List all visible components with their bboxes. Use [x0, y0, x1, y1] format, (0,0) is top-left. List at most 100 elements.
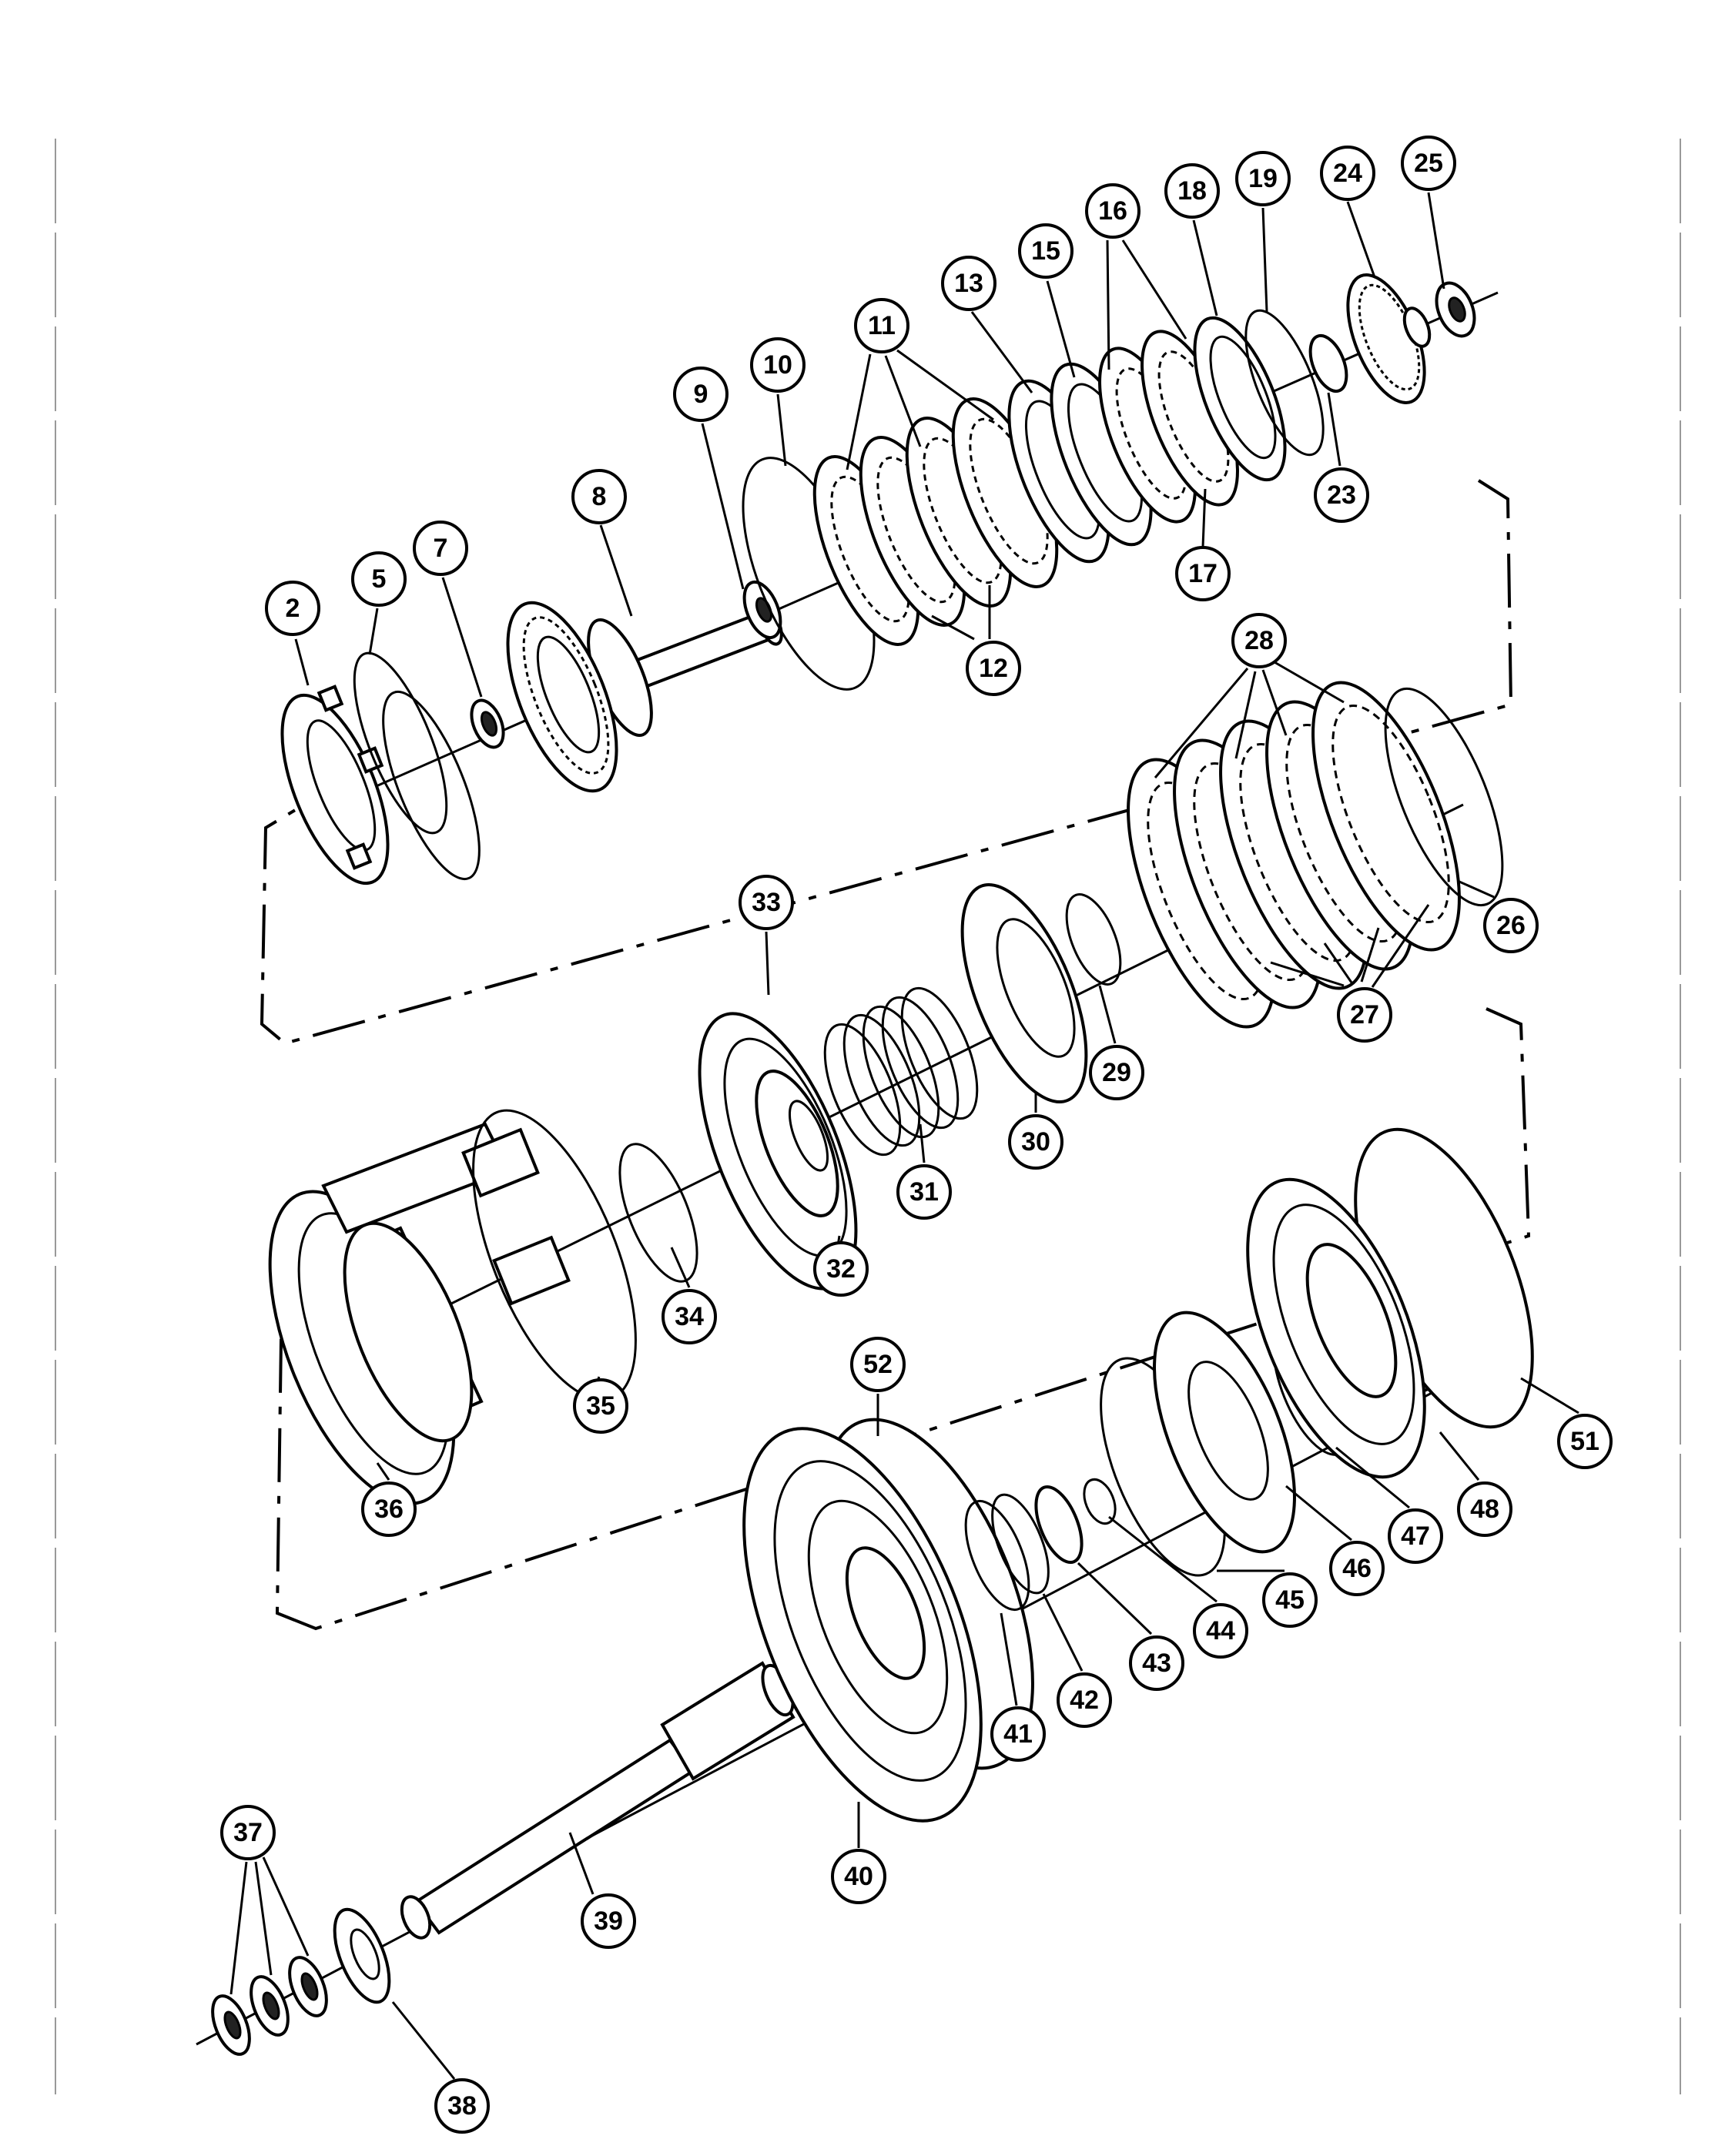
svg-text:15: 15: [1031, 236, 1060, 266]
callout-2: 2: [265, 581, 320, 686]
svg-text:19: 19: [1248, 164, 1278, 193]
svg-text:24: 24: [1333, 159, 1362, 188]
part-39-shaft: [400, 1661, 796, 1940]
part-23-washer: [1308, 333, 1348, 393]
part-24-sun-gear: [1346, 273, 1432, 404]
callout-24: 24: [1320, 146, 1376, 278]
part-29-snap-ring: [1065, 893, 1122, 986]
callout-43: 43: [1077, 1562, 1184, 1691]
part-36-drum: [268, 1122, 571, 1505]
callout-29: 29: [1089, 985, 1144, 1100]
svg-text:17: 17: [1188, 559, 1218, 588]
part-41-44-rings: [964, 1478, 1117, 1612]
svg-text:31: 31: [909, 1177, 939, 1207]
svg-text:33: 33: [752, 888, 781, 917]
part-16-17-plates: [1098, 330, 1239, 524]
svg-text:35: 35: [586, 1391, 615, 1421]
part-38-bearing: [333, 1907, 391, 2004]
svg-text:42: 42: [1070, 1686, 1099, 1715]
svg-text:16: 16: [1098, 196, 1127, 226]
part-48-51-drum: [1246, 1127, 1534, 1479]
margin-lines: [55, 139, 1681, 2094]
callout-16: 16: [1085, 183, 1187, 370]
callout-9: 9: [673, 367, 745, 590]
callouts: 2 5 7 8 9 10: [220, 136, 1613, 2134]
callout-25: 25: [1401, 136, 1456, 290]
callout-30: 30: [1008, 1092, 1063, 1170]
svg-text:2: 2: [286, 594, 300, 623]
svg-text:9: 9: [694, 380, 708, 409]
callout-39: 39: [568, 1832, 636, 1949]
callout-40: 40: [831, 1802, 886, 1904]
callout-46: 46: [1285, 1485, 1385, 1596]
callout-47: 47: [1335, 1446, 1443, 1564]
svg-text:27: 27: [1350, 1000, 1379, 1029]
callout-28: 28: [1154, 613, 1345, 778]
part-7-washer: [470, 698, 505, 749]
svg-text:37: 37: [233, 1818, 263, 1847]
callout-26: 26: [1459, 880, 1539, 953]
callout-7: 7: [413, 521, 483, 698]
callout-23: 23: [1314, 392, 1369, 523]
callout-13: 13: [941, 256, 1033, 393]
callout-52: 52: [850, 1337, 906, 1436]
part-30-retainer: [960, 882, 1088, 1104]
svg-text:48: 48: [1470, 1495, 1499, 1524]
svg-text:44: 44: [1206, 1616, 1235, 1645]
svg-text:25: 25: [1414, 149, 1443, 178]
svg-text:43: 43: [1142, 1649, 1171, 1678]
row-3-assembly: [196, 1127, 1534, 2056]
svg-text:12: 12: [979, 654, 1008, 683]
part-9-washer: [742, 580, 782, 640]
part-40-52-ring-gear: [742, 1418, 1034, 1823]
callout-38: 38: [391, 2001, 490, 2134]
svg-text:51: 51: [1570, 1427, 1599, 1456]
svg-text:23: 23: [1327, 480, 1356, 510]
callout-36: 36: [361, 1462, 417, 1537]
part-46-plate: [1153, 1311, 1296, 1554]
part-26-snap-ring: [1384, 687, 1504, 907]
svg-text:5: 5: [372, 564, 387, 594]
part-18-19-plates: [1193, 309, 1325, 482]
svg-text:52: 52: [863, 1350, 893, 1379]
part-27-28-clutch-pack: [1127, 681, 1461, 1029]
svg-text:7: 7: [434, 534, 448, 563]
part-37-washers: [211, 1956, 328, 2056]
svg-text:40: 40: [844, 1862, 873, 1891]
callout-18: 18: [1164, 163, 1220, 316]
callout-19: 19: [1235, 151, 1291, 313]
callout-15: 15: [1018, 223, 1076, 378]
svg-text:26: 26: [1496, 911, 1526, 940]
callout-11: 11: [846, 298, 994, 470]
part-8-gear-shaft: [506, 601, 783, 793]
row-2-assembly: [268, 681, 1504, 1505]
svg-text:10: 10: [763, 350, 792, 380]
callout-17: 17: [1175, 488, 1231, 601]
svg-text:39: 39: [594, 1907, 623, 1936]
svg-text:18: 18: [1177, 176, 1207, 206]
callout-45: 45: [1217, 1569, 1318, 1628]
svg-text:45: 45: [1275, 1585, 1305, 1615]
callout-41: 41: [990, 1612, 1046, 1762]
callout-12: 12: [931, 585, 1021, 696]
callout-37: 37: [220, 1805, 310, 1995]
svg-text:13: 13: [954, 269, 983, 298]
svg-text:34: 34: [675, 1302, 704, 1331]
part-31-return-spring: [823, 986, 979, 1157]
callout-10: 10: [750, 337, 806, 467]
svg-text:11: 11: [868, 311, 896, 340]
svg-text:29: 29: [1102, 1058, 1131, 1087]
svg-text:28: 28: [1244, 626, 1274, 655]
svg-text:8: 8: [592, 482, 607, 511]
svg-text:32: 32: [826, 1254, 856, 1284]
callout-48: 48: [1439, 1431, 1512, 1537]
svg-text:46: 46: [1342, 1554, 1372, 1583]
part-34-snap-ring: [618, 1143, 698, 1283]
callout-5: 5: [351, 551, 407, 655]
svg-text:41: 41: [1003, 1719, 1033, 1749]
callout-34: 34: [662, 1247, 717, 1344]
callout-33: 33: [739, 875, 794, 996]
svg-text:38: 38: [447, 2091, 477, 2121]
part-25-thrust-bearing: [1435, 281, 1476, 338]
